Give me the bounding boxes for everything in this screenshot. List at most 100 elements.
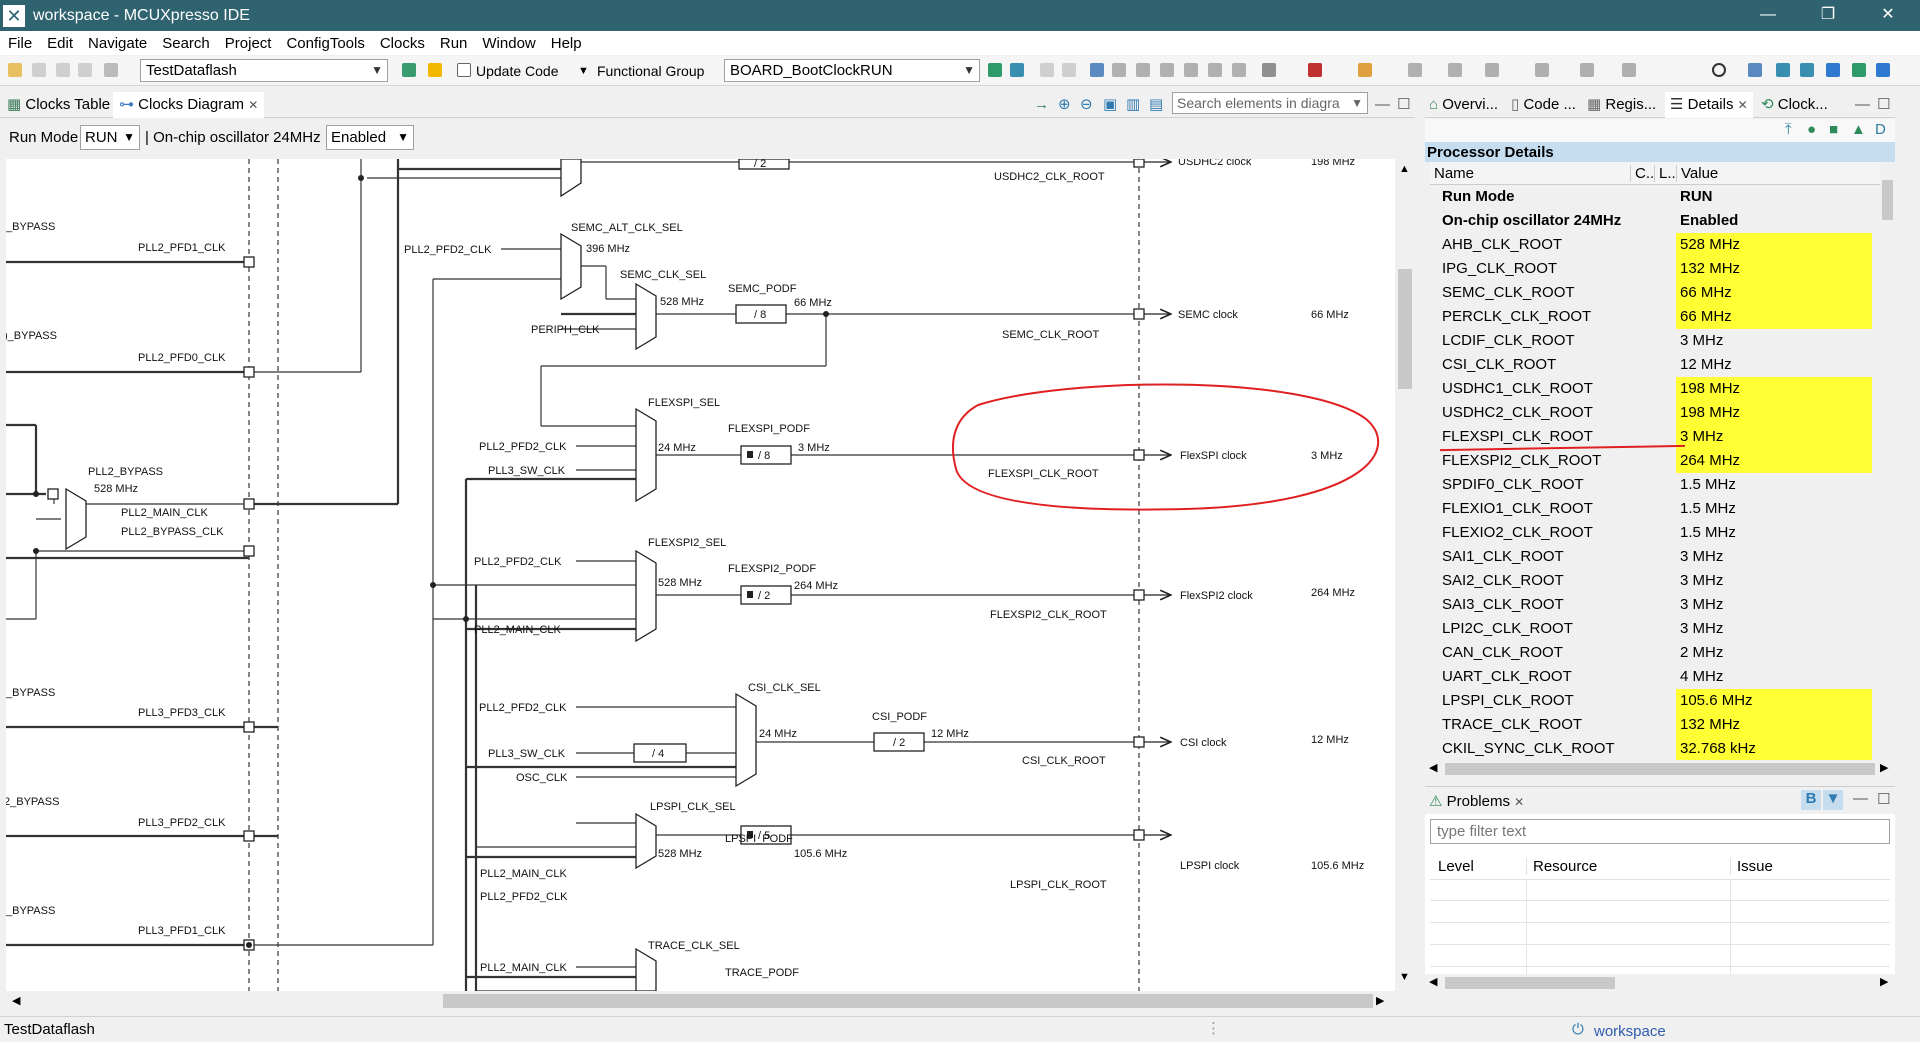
usdhc2-mux[interactable] — [560, 159, 582, 198]
horizontal-scroll-thumb[interactable] — [443, 994, 1373, 1008]
flexspi2-sel-mux[interactable] — [635, 549, 657, 643]
details-horizontal-scrollbar[interactable]: ◀ ▶ — [1425, 760, 1895, 778]
tool-icon-4[interactable] — [1184, 63, 1198, 77]
develop-icon[interactable] — [1876, 63, 1890, 77]
menu-run[interactable]: Run — [439, 34, 468, 52]
tab-overview[interactable]: ⌂ Overvi... — [1429, 96, 1499, 113]
package-icon[interactable] — [1262, 63, 1276, 77]
table-icon[interactable] — [1010, 63, 1024, 77]
details-vertical-scrollbar[interactable] — [1880, 162, 1895, 760]
project-combo[interactable]: TestDataflash▼ — [140, 59, 388, 82]
filter-icon[interactable]: ▼ — [1823, 790, 1843, 810]
tab-code[interactable]: ▯ Code ... — [1511, 96, 1576, 113]
diagram-vertical-scrollbar[interactable]: ▲ ▼ — [1395, 159, 1415, 991]
semc-clk-sel-mux[interactable] — [635, 282, 657, 351]
scroll-right-icon[interactable]: ▶ — [1376, 995, 1385, 1007]
minimize-right-view-icon[interactable]: — — [1855, 96, 1870, 113]
column-c[interactable]: C.. — [1630, 165, 1654, 182]
tab-problems[interactable]: ⚠ Problems ✕ — [1429, 793, 1525, 810]
tool-icon-6[interactable] — [1232, 63, 1246, 77]
semc-clock-gate[interactable] — [1133, 308, 1145, 320]
menu-help[interactable]: Help — [550, 34, 582, 52]
update-code-icon[interactable] — [457, 63, 471, 77]
lpspi-podf-divider[interactable] — [740, 825, 792, 845]
menu-search[interactable]: Search — [162, 34, 210, 52]
tab-registers[interactable]: ▦ Regis... — [1587, 96, 1657, 113]
problems-filter-input[interactable]: type filter text — [1430, 819, 1890, 844]
redo-icon[interactable] — [1062, 63, 1076, 77]
flexspi2-podf-divider[interactable] — [740, 585, 792, 605]
flexspi2-clock-gate[interactable] — [1133, 589, 1145, 601]
details-hscroll-thumb[interactable] — [1445, 763, 1875, 775]
flexspi-clock-gate[interactable] — [1133, 449, 1145, 461]
vertical-scroll-thumb[interactable] — [1398, 269, 1412, 389]
trace-clk-sel-mux[interactable] — [635, 947, 657, 991]
home-icon[interactable] — [402, 63, 416, 77]
fit-icon[interactable]: ▣ — [1103, 96, 1118, 113]
monitor-icon[interactable] — [1090, 63, 1104, 77]
details-scroll-right-icon[interactable]: ▶ — [1880, 762, 1889, 774]
menu-edit[interactable]: Edit — [47, 34, 74, 52]
zoom-out-icon[interactable]: ⊖ — [1080, 96, 1093, 113]
column-value[interactable]: Value — [1676, 165, 1718, 182]
close-button[interactable]: ✕ — [1881, 6, 1895, 23]
diagram-search-input[interactable]: Search elements in diagra▼ — [1172, 92, 1368, 114]
zoom-in-icon[interactable]: ⊕ — [1058, 96, 1071, 113]
semc-podf-divider[interactable] — [735, 304, 787, 324]
peripherals-icon[interactable] — [1800, 63, 1814, 77]
column-l[interactable]: L.. — [1654, 165, 1676, 182]
new-icon[interactable] — [8, 63, 22, 77]
csi-clk-sel-mux[interactable] — [735, 692, 757, 788]
external-tools-icon[interactable] — [1358, 63, 1372, 77]
tab-clock[interactable]: ⟲ Clock... — [1761, 96, 1828, 113]
menu-project[interactable]: Project — [224, 34, 272, 52]
tab-clocks-table[interactable]: ▦ Clocks Table — [7, 96, 111, 113]
column-level[interactable]: Level — [1438, 858, 1474, 875]
column-resource[interactable]: Resource — [1526, 858, 1597, 875]
bold-filter-icon[interactable]: B — [1801, 790, 1821, 810]
lpspi-clk-sel-mux[interactable] — [635, 812, 657, 870]
menu-window[interactable]: Window — [482, 34, 536, 52]
layout-icon[interactable]: ▥ — [1126, 96, 1141, 113]
functional-group-combo[interactable]: BOARD_BootClockRUN▼ — [724, 59, 980, 82]
problems-scroll-right-icon[interactable]: ▶ — [1880, 976, 1889, 988]
export-icon[interactable]: → — [1034, 96, 1049, 113]
problems-scroll-left-icon[interactable]: ◀ — [1429, 976, 1438, 988]
menu-file[interactable]: File — [8, 34, 33, 52]
perspective-icon[interactable] — [1748, 63, 1762, 77]
forward-nav-icon[interactable] — [1580, 63, 1594, 77]
details-scroll-thumb[interactable] — [1882, 180, 1893, 220]
flag-icon[interactable] — [988, 63, 1002, 77]
minimize-problems-icon[interactable]: — — [1853, 790, 1868, 807]
open-icon[interactable] — [32, 63, 46, 77]
flexspi-podf-divider[interactable] — [740, 445, 792, 465]
update-code-dropdown-icon[interactable]: ▼ — [578, 65, 589, 77]
description-icon[interactable]: D — [1875, 121, 1886, 138]
restore-button[interactable]: ❐ — [1820, 6, 1836, 23]
warning-icon[interactable] — [428, 63, 442, 77]
diagram-horizontal-scrollbar[interactable]: ◀ ▶ — [6, 991, 1395, 1011]
back-icon[interactable] — [1485, 63, 1499, 77]
column-name[interactable]: Name — [1434, 165, 1475, 182]
prev-annotation-icon[interactable] — [1448, 63, 1462, 77]
problems-horizontal-scrollbar[interactable]: ◀ ▶ — [1425, 974, 1895, 992]
tab-details[interactable]: ☰ Details ✕ — [1665, 92, 1753, 118]
maximize-view-icon[interactable]: ☐ — [1397, 96, 1411, 113]
tab-clocks-diagram[interactable]: ⊶ Clocks Diagram ✕ — [113, 92, 265, 118]
